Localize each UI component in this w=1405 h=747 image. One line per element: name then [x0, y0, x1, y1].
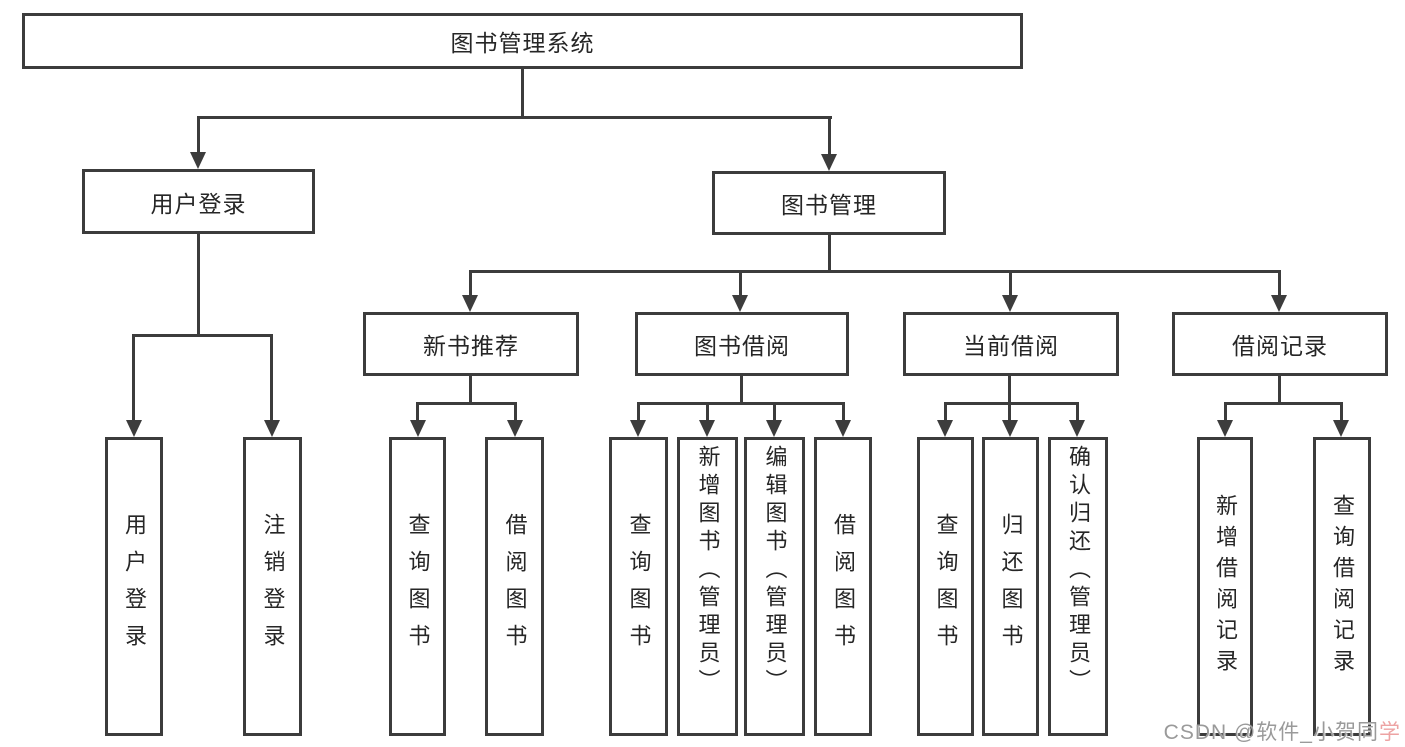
leaf-label: 借阅图书 — [831, 512, 856, 661]
leaf-borrowing-edit-books-admin: 编辑图书（管理员） — [744, 437, 805, 736]
arrow-down-icon — [1069, 420, 1085, 437]
connector — [740, 375, 743, 405]
connector — [1340, 402, 1343, 423]
connector — [706, 402, 709, 423]
leaf-label: 借阅图书 — [502, 512, 528, 661]
connector — [132, 334, 273, 337]
leaf-label: 查询图书 — [933, 512, 959, 661]
connector — [197, 116, 832, 119]
watermark: CSDN @软件_小贺同学 — [1164, 716, 1401, 746]
connector — [1278, 270, 1281, 298]
leaf-label: 查询图书 — [626, 512, 652, 661]
leaf-records-add-borrow-record: 新增借阅记录 — [1197, 437, 1253, 736]
node-label: 图书管理 — [781, 192, 877, 218]
leaf-label: 用户登录 — [122, 512, 147, 661]
connector — [1076, 402, 1079, 423]
arrow-down-icon — [732, 295, 748, 312]
node-current-borrowing: 当前借阅 — [903, 312, 1119, 376]
arrow-down-icon — [1217, 420, 1233, 437]
connector — [773, 402, 776, 423]
leaf-current-query-books: 查询图书 — [917, 437, 974, 736]
connector — [514, 402, 517, 423]
node-new-book-recommend: 新书推荐 — [363, 312, 579, 376]
leaf-label: 新增图书（管理员） — [695, 445, 721, 697]
connector — [944, 402, 947, 423]
leaf-borrowing-query-books: 查询图书 — [609, 437, 668, 736]
leaf-current-confirm-return-admin: 确认归还（管理员） — [1048, 437, 1108, 736]
node-label: 新书推荐 — [423, 333, 519, 359]
connector — [416, 402, 419, 423]
connector — [1009, 270, 1012, 298]
connector — [197, 116, 200, 154]
arrow-down-icon — [1002, 420, 1018, 437]
arrow-down-icon — [126, 420, 142, 437]
leaf-records-query-borrow-record: 查询借阅记录 — [1313, 437, 1371, 736]
connector — [1008, 402, 1011, 423]
leaf-borrowing-add-books-admin: 新增图书（管理员） — [677, 437, 738, 736]
connector — [1008, 375, 1011, 405]
arrow-down-icon — [507, 420, 523, 437]
connector — [416, 402, 517, 405]
connector — [637, 402, 640, 423]
connector — [944, 402, 1079, 405]
arrow-down-icon — [410, 420, 426, 437]
arrow-down-icon — [766, 420, 782, 437]
connector — [469, 270, 472, 298]
arrow-down-icon — [1333, 420, 1349, 437]
leaf-label: 注销登录 — [260, 512, 286, 661]
watermark-text: CSDN @软件_小贺同 — [1163, 721, 1379, 744]
connector — [132, 334, 135, 422]
leaf-label: 新增借阅记录 — [1213, 493, 1238, 680]
node-library-management-system: 图书管理系统 — [22, 13, 1023, 69]
connector — [828, 116, 831, 156]
node-borrowing-records: 借阅记录 — [1172, 312, 1388, 376]
leaf-logout: 注销登录 — [243, 437, 302, 736]
arrow-down-icon — [937, 420, 953, 437]
arrow-down-icon — [835, 420, 851, 437]
leaf-label: 查询借阅记录 — [1330, 493, 1355, 680]
connector — [1224, 402, 1343, 405]
arrow-down-icon — [1271, 295, 1287, 312]
connector — [637, 402, 845, 405]
node-user-login: 用户登录 — [82, 169, 315, 234]
leaf-recommend-query-books: 查询图书 — [389, 437, 446, 736]
leaf-user-login: 用户登录 — [105, 437, 163, 736]
arrow-down-icon — [821, 154, 837, 171]
connector — [842, 402, 845, 423]
watermark-accent: 学 — [1379, 721, 1401, 744]
arrow-down-icon — [630, 420, 646, 437]
connector — [1278, 375, 1281, 405]
leaf-label: 确认归还（管理员） — [1066, 445, 1091, 697]
node-label: 图书管理系统 — [450, 30, 595, 56]
leaf-borrowing-borrow-books: 借阅图书 — [814, 437, 872, 736]
leaf-current-return-books: 归还图书 — [982, 437, 1039, 736]
leaf-label: 查询图书 — [405, 512, 431, 661]
node-label: 图书借阅 — [694, 333, 790, 359]
arrow-down-icon — [699, 420, 715, 437]
node-label: 借阅记录 — [1232, 333, 1328, 359]
connector — [469, 270, 1281, 273]
leaf-label: 归还图书 — [998, 512, 1024, 661]
leaf-recommend-borrow-books: 借阅图书 — [485, 437, 544, 736]
node-label: 当前借阅 — [963, 333, 1059, 359]
arrow-down-icon — [462, 295, 478, 312]
connector — [1224, 402, 1227, 423]
node-book-management: 图书管理 — [712, 171, 946, 235]
connector — [739, 270, 742, 298]
arrow-down-icon — [1002, 295, 1018, 312]
connector — [828, 233, 831, 273]
leaf-label: 编辑图书（管理员） — [762, 445, 788, 697]
arrow-down-icon — [264, 420, 280, 437]
node-book-borrowing: 图书借阅 — [635, 312, 849, 376]
connector — [521, 68, 524, 119]
connector — [270, 334, 273, 422]
arrow-down-icon — [190, 152, 206, 169]
connector — [469, 375, 472, 405]
node-label: 用户登录 — [150, 190, 247, 217]
connector — [197, 232, 200, 337]
